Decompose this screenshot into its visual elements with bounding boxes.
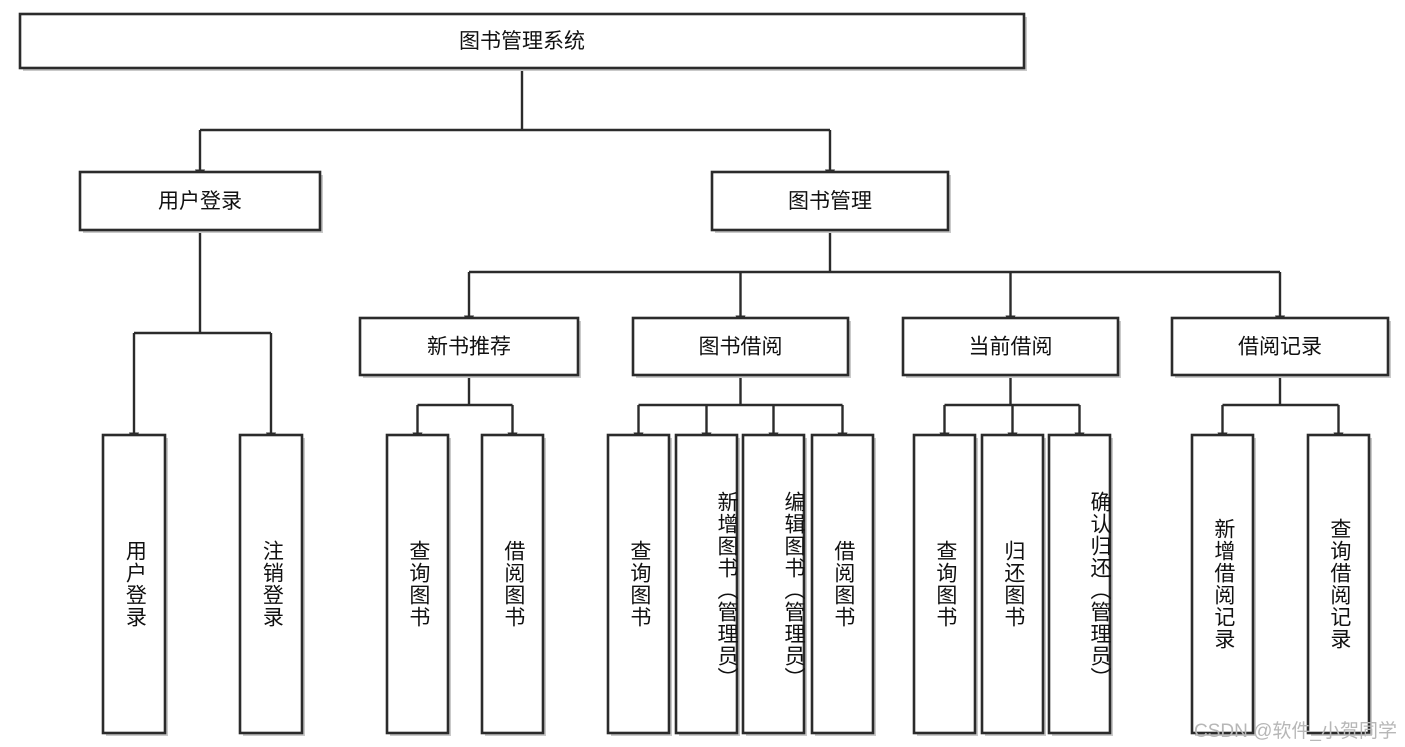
node-box-borrow-record[interactable] <box>1170 316 1390 377</box>
node-label-book-management: 图书管理 <box>788 190 872 213</box>
node-box-book-borrow[interactable] <box>631 316 850 377</box>
node-label-current-borrow: 当前借阅 <box>969 336 1053 359</box>
node-box-leaf-query-borrow-record[interactable] <box>1306 433 1371 735</box>
node-label-new-book-recommend: 新书推荐 <box>427 336 511 359</box>
node-box-leaf-query-book-current[interactable] <box>912 433 977 735</box>
node-box-root[interactable] <box>18 12 1026 70</box>
node-box-leaf-query-book-recommend[interactable] <box>385 433 450 735</box>
node-box-leaf-borrow-book[interactable] <box>810 433 875 735</box>
node-layer <box>18 12 1391 736</box>
node-box-leaf-user-login[interactable] <box>101 433 167 735</box>
node-box-book-management[interactable] <box>710 170 950 232</box>
node-box-leaf-add-borrow-record[interactable] <box>1190 433 1255 735</box>
node-label-book-borrow: 图书借阅 <box>699 336 783 359</box>
node-box-user-login[interactable] <box>78 170 322 232</box>
node-box-leaf-add-book-admin[interactable] <box>674 433 739 735</box>
node-box-leaf-user-logout[interactable] <box>238 433 304 735</box>
node-box-leaf-edit-book-admin[interactable] <box>741 433 806 735</box>
node-box-leaf-confirm-return-admin[interactable] <box>1047 433 1112 735</box>
node-label-root: 图书管理系统 <box>459 30 585 53</box>
node-box-leaf-query-book-borrow[interactable] <box>606 433 671 735</box>
node-box-leaf-return-book[interactable] <box>980 433 1045 735</box>
node-box-leaf-borrow-book-recommend[interactable] <box>480 433 545 735</box>
edge-layer <box>129 68 1344 444</box>
node-box-new-book-recommend[interactable] <box>358 316 580 377</box>
watermark: CSDN @软件_小贺同学 <box>1194 721 1397 742</box>
node-box-current-borrow[interactable] <box>901 316 1120 377</box>
node-label-user-login: 用户登录 <box>158 190 242 213</box>
node-label-borrow-record: 借阅记录 <box>1238 336 1322 359</box>
